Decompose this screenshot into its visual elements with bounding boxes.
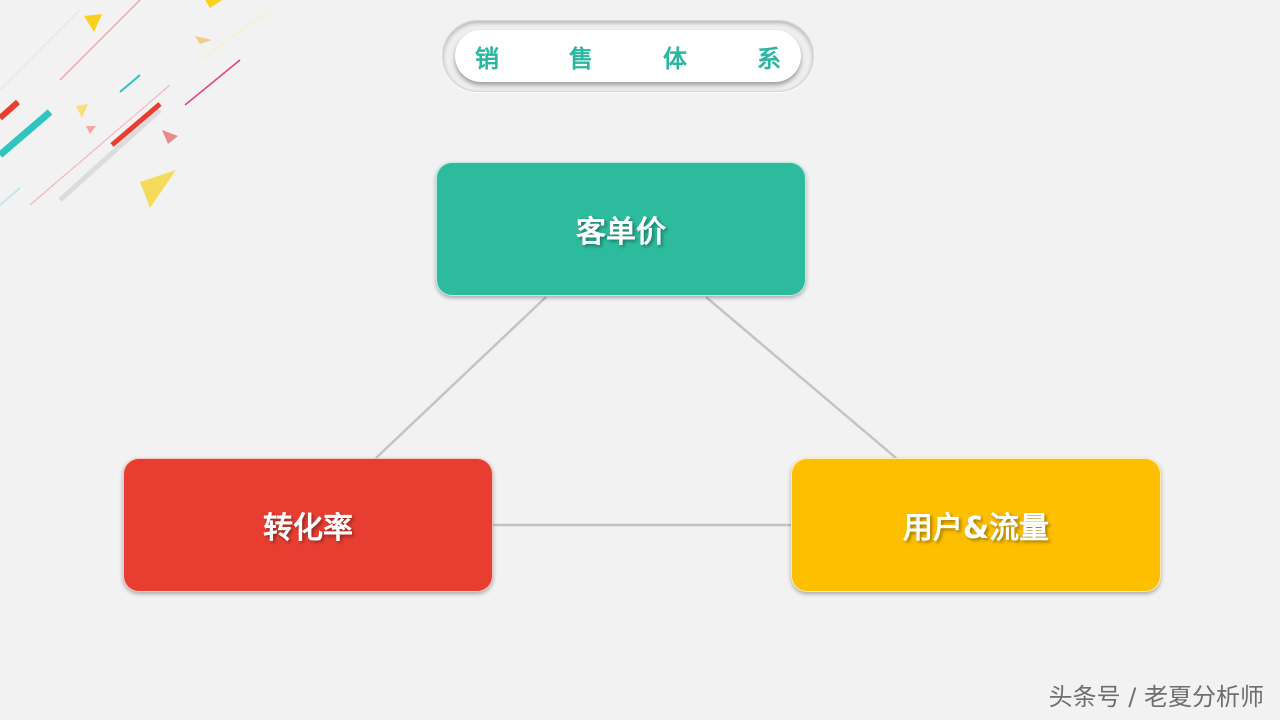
node-label-right: 用户&流量	[902, 511, 1050, 546]
watermark: 头条号 / 老夏分析师	[1048, 683, 1264, 711]
connector-top-left	[375, 296, 547, 459]
connector-top-right	[705, 296, 897, 459]
title-char-3: 体	[663, 44, 687, 73]
node-conversion-rate: 转化率	[123, 458, 493, 592]
decorative-confetti	[0, 0, 271, 208]
title-pill: 销 售 体 系	[442, 20, 814, 92]
node-users-traffic: 用户&流量	[791, 458, 1161, 592]
title-char-4: 系	[757, 44, 781, 73]
node-average-order-value: 客单价	[436, 162, 806, 296]
node-label-left: 转化率	[263, 511, 353, 546]
title-char-2: 售	[569, 44, 593, 73]
title-char-1: 销	[475, 44, 499, 73]
title-inner: 销 售 体 系	[455, 30, 801, 82]
node-label-top: 客单价	[576, 215, 666, 250]
